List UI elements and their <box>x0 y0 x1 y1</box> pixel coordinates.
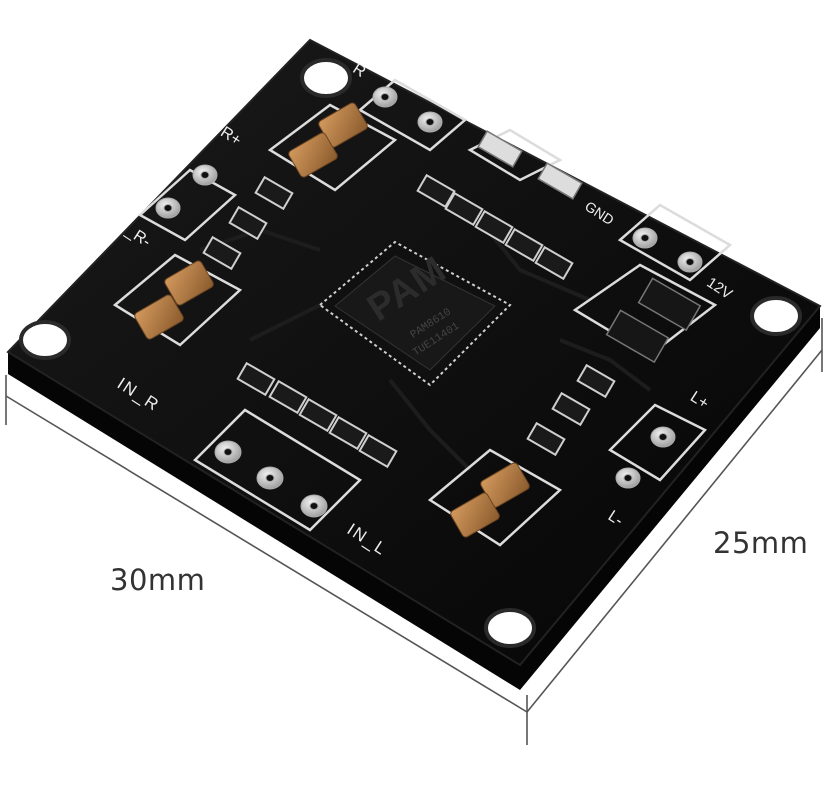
width-dimension-label: 30mm <box>110 563 206 597</box>
smd-capacitors <box>134 102 530 538</box>
dimension-lines <box>5 318 823 745</box>
smd-resistors <box>202 173 616 469</box>
through-hole-pads <box>155 86 703 518</box>
height-dimension-label: 25mm <box>713 526 809 560</box>
mounting-holes <box>19 58 802 648</box>
diodes <box>477 130 702 364</box>
amplifier-ic <box>318 240 512 387</box>
board-edge <box>8 306 820 690</box>
